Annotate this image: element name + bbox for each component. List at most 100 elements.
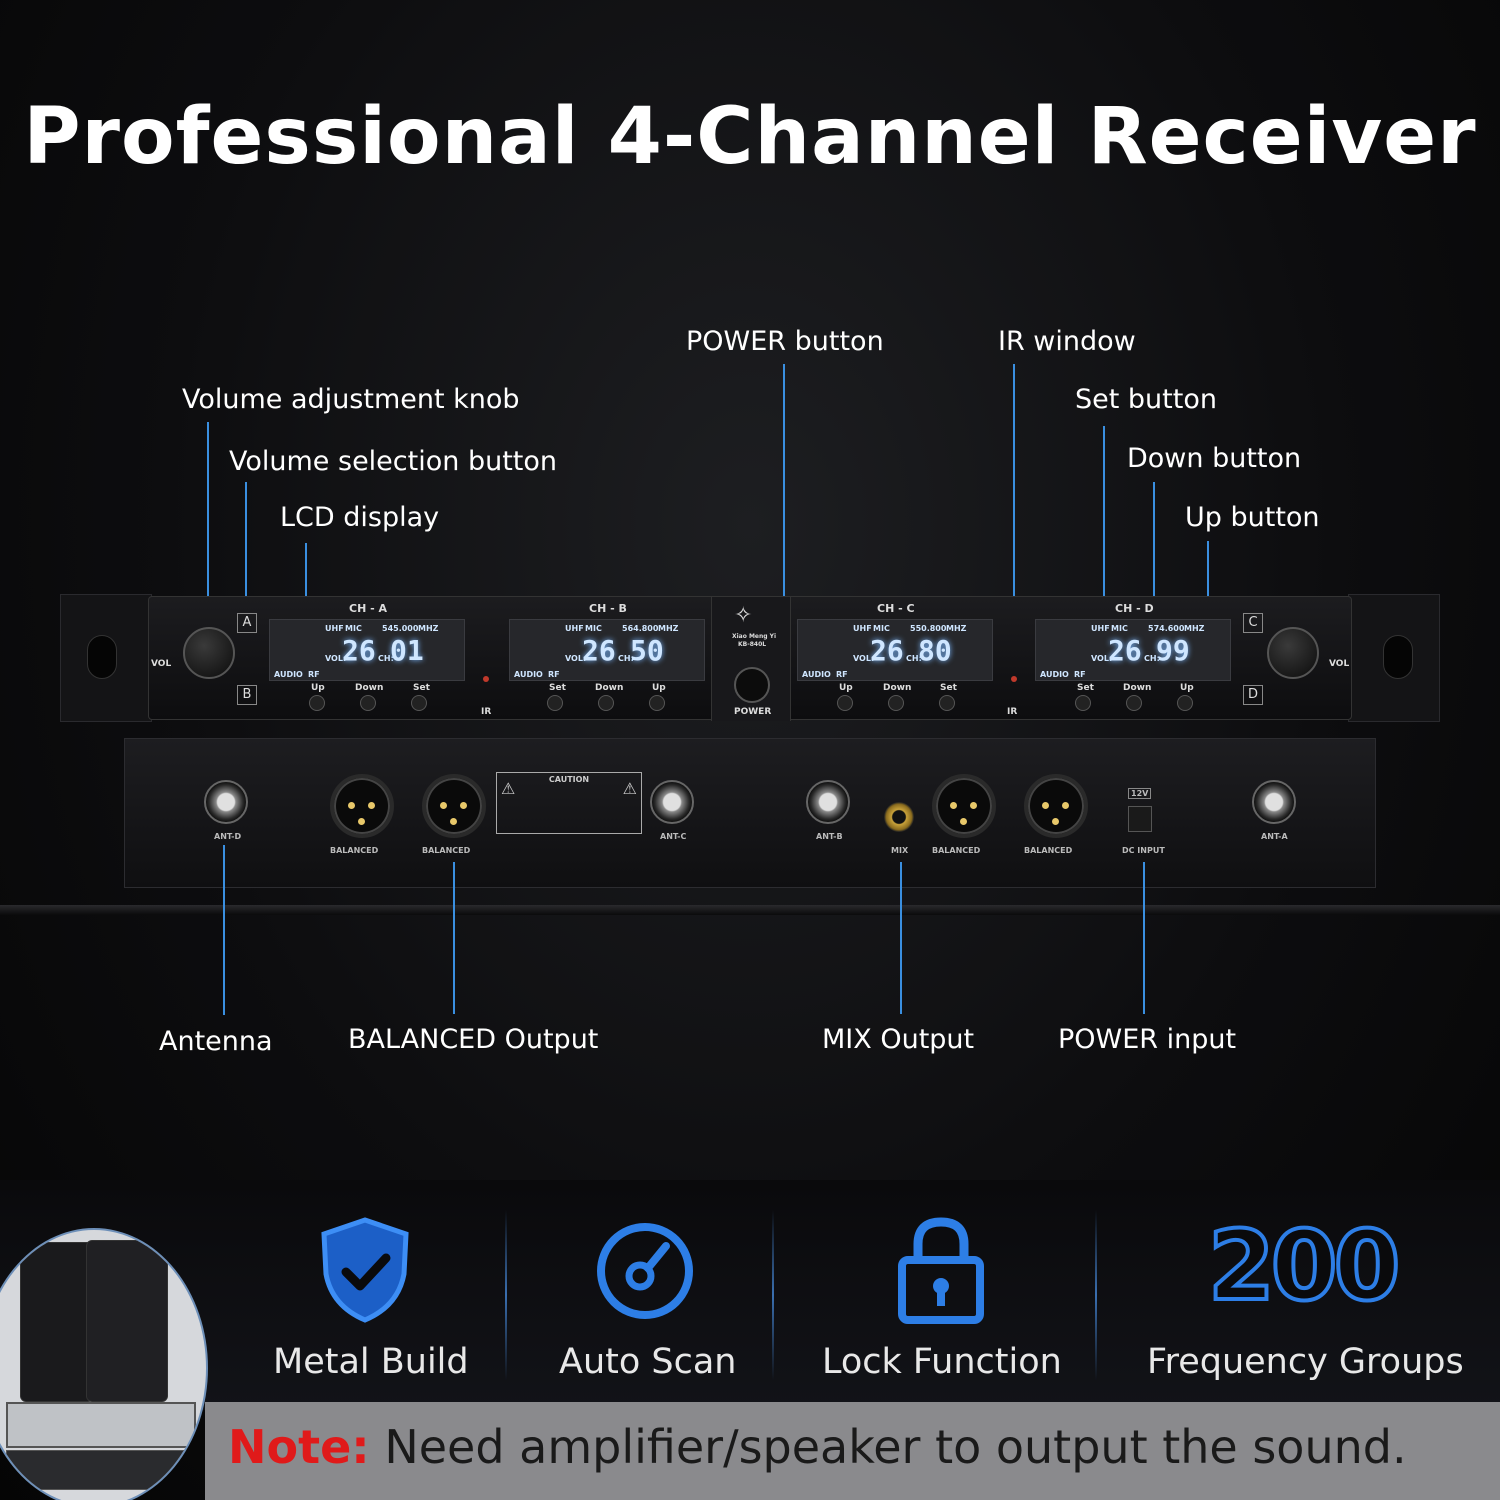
rear-panel <box>124 738 1376 888</box>
feature-divider <box>772 1210 774 1380</box>
mhz-tag: MHZ <box>946 624 967 633</box>
up-label: Up <box>652 683 666 693</box>
set-button[interactable] <box>1075 695 1091 711</box>
down-button[interactable] <box>1126 695 1142 711</box>
up-label: Up <box>1180 683 1194 693</box>
feature-band <box>0 1180 1500 1410</box>
up-button[interactable] <box>649 695 665 711</box>
rf-tag: RF <box>548 670 560 679</box>
mic-tag: MIC <box>873 624 890 633</box>
ch-tag: CH: <box>906 654 922 663</box>
balanced-output-3 <box>932 774 996 838</box>
set-button[interactable] <box>411 695 427 711</box>
ir-label: IR <box>1007 707 1018 717</box>
feature-divider <box>505 1210 507 1380</box>
up-button[interactable] <box>837 695 853 711</box>
set-button[interactable] <box>939 695 955 711</box>
front-panel: VOL A B CH - A UHF MIC 545.000 MHZ VOL: … <box>148 596 1352 721</box>
feature-label: Frequency Groups <box>1147 1342 1464 1382</box>
leader-line <box>1153 482 1155 702</box>
balanced-output-2 <box>422 774 486 838</box>
balanced-output-4 <box>1024 774 1088 838</box>
ant-a-label: ANT-A <box>1261 832 1288 841</box>
dc-input-jack <box>1128 806 1152 832</box>
select-button-a[interactable]: A <box>237 613 257 633</box>
ant-d-label: ANT-D <box>214 832 242 841</box>
down-button[interactable] <box>888 695 904 711</box>
lcd-display-a: UHF MIC 545.000 MHZ VOL: 26 CH: 01 AUDIO… <box>269 619 465 681</box>
ch-tag: CH: <box>1144 654 1160 663</box>
channel-readout: 01 <box>390 634 424 667</box>
power-button[interactable] <box>734 667 770 703</box>
amplifier <box>6 1402 196 1448</box>
callout-antenna: Antenna <box>159 1026 273 1057</box>
page-title: Professional 4-Channel Receiver <box>23 92 1477 182</box>
select-button-d[interactable]: D <box>1243 685 1263 705</box>
leader-line <box>305 543 307 623</box>
lock-icon <box>898 1217 984 1324</box>
up-button[interactable] <box>309 695 325 711</box>
down-button[interactable] <box>360 695 376 711</box>
ant-c-label: ANT-C <box>660 832 687 841</box>
frequency-readout: 545.000 <box>382 624 419 633</box>
dc-input-label: DC INPUT <box>1122 846 1165 855</box>
mic-tag: MIC <box>1111 624 1128 633</box>
volume-readout: 26 <box>870 634 904 667</box>
feature-label: Metal Build <box>273 1342 469 1382</box>
antenna-connector-a <box>1252 780 1296 824</box>
leader-line <box>245 482 247 600</box>
channel-label: CH - D <box>1115 602 1154 615</box>
mount-hole <box>1383 635 1413 679</box>
down-label: Down <box>883 683 912 693</box>
note-body: Need amplifier/speaker to output the sou… <box>384 1420 1407 1474</box>
mount-hole <box>87 635 117 679</box>
vol-tag: VOL: <box>1091 654 1113 663</box>
leader-line <box>453 862 455 1014</box>
callout-power-input: POWER input <box>1058 1024 1237 1055</box>
ant-b-label: ANT-B <box>816 832 843 841</box>
antenna-connector-c <box>650 780 694 824</box>
balanced-label: BALANCED <box>1024 846 1073 855</box>
set-label: Set <box>413 683 430 693</box>
antenna-connector-b <box>806 780 850 824</box>
vol-tag: VOL: <box>325 654 347 663</box>
set-label: Set <box>549 683 566 693</box>
ir-window <box>1011 676 1017 682</box>
frequency-groups-count: 200 <box>1206 1208 1402 1324</box>
rack-ear-left <box>60 594 152 722</box>
power-block: ✧ Xiao Meng Yi KB-840L POWER <box>711 597 791 721</box>
volume-readout: 26 <box>342 634 376 667</box>
rf-tag: RF <box>308 670 320 679</box>
volume-knob-left[interactable] <box>183 627 235 679</box>
leader-line <box>1143 862 1145 1014</box>
mic-tag: MIC <box>585 624 602 633</box>
note-prefix: Note: <box>228 1420 370 1474</box>
ir-window <box>483 676 489 682</box>
lcd-display-b: UHF MIC 564.800 MHZ VOL: 26 CH: 50 AUDIO… <box>509 619 705 681</box>
warning-icon: ⚠ <box>622 779 637 798</box>
up-button[interactable] <box>1177 695 1193 711</box>
select-button-b[interactable]: B <box>237 685 257 705</box>
balanced-label: BALANCED <box>422 846 471 855</box>
speaker-left <box>20 1242 94 1402</box>
up-label: Up <box>311 683 325 693</box>
lcd-display-c: UHF MIC 550.800 MHZ VOL: 26 CH: 80 AUDIO… <box>797 619 993 681</box>
ch-tag: CH: <box>618 654 634 663</box>
note-text: Note: Need amplifier/speaker to output t… <box>228 1420 1407 1474</box>
vol-label: VOL <box>151 659 172 669</box>
set-label: Set <box>940 683 957 693</box>
feature-label: Auto Scan <box>559 1342 737 1382</box>
balanced-label: BALANCED <box>932 846 981 855</box>
channel-readout: 50 <box>630 634 664 667</box>
set-button[interactable] <box>547 695 563 711</box>
shelf-edge <box>0 905 1500 915</box>
speaker-right <box>86 1240 168 1402</box>
leader-line <box>900 862 902 1014</box>
volume-knob-right[interactable] <box>1267 627 1319 679</box>
up-label: Up <box>839 683 853 693</box>
mix-output-jack <box>884 802 914 832</box>
down-button[interactable] <box>598 695 614 711</box>
select-button-c[interactable]: C <box>1243 613 1263 633</box>
callout-down-button: Down button <box>1127 443 1302 474</box>
vol-label: VOL <box>1329 659 1350 669</box>
